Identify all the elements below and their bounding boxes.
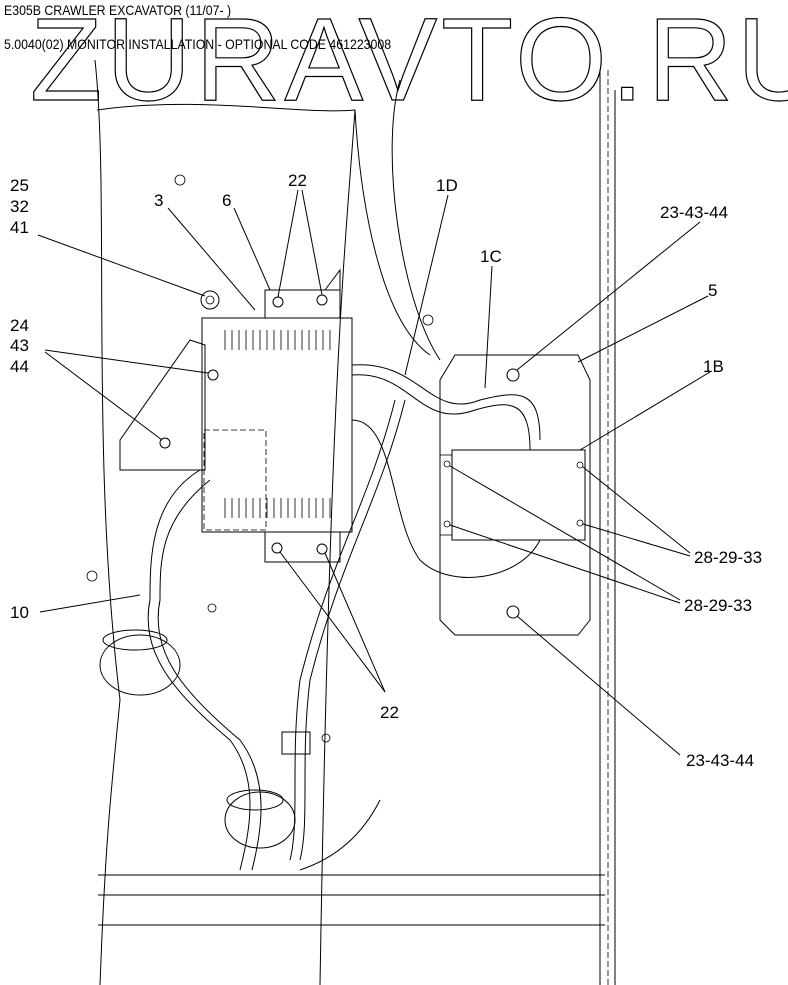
callout-25: 25 bbox=[10, 176, 29, 195]
callout-24: 24 bbox=[10, 316, 29, 335]
callout-1d: 1D bbox=[436, 176, 458, 195]
callout-10: 10 bbox=[10, 603, 29, 622]
callout-32: 32 bbox=[10, 197, 29, 216]
watermark: ZURAVTO.RU bbox=[30, 0, 788, 126]
callout-22-bottom: 22 bbox=[380, 703, 399, 722]
diagram-title: E305B CRAWLER EXCAVATOR (11/07- ) bbox=[4, 2, 232, 18]
callout-5: 5 bbox=[708, 281, 717, 300]
callout-3: 3 bbox=[154, 191, 163, 210]
callout-22-top: 22 bbox=[288, 171, 307, 190]
callout-6: 6 bbox=[222, 191, 231, 210]
callout-44: 44 bbox=[10, 357, 29, 376]
callout-23-43-44-bottom: 23-43-44 bbox=[686, 751, 754, 770]
callout-28-29-33-left: 28-29-33 bbox=[684, 596, 752, 615]
callout-labels: 25 32 41 3 6 22 1D 23-43-44 1C 5 1B 24 4… bbox=[10, 171, 762, 770]
leader-lines bbox=[37, 189, 711, 756]
callout-41: 41 bbox=[10, 218, 29, 237]
callout-1b: 1B bbox=[703, 357, 724, 376]
cab-panel-drawing bbox=[86, 59, 616, 985]
callout-43: 43 bbox=[10, 336, 29, 355]
callout-1c: 1C bbox=[480, 247, 502, 266]
callout-23-43-44-top: 23-43-44 bbox=[660, 203, 728, 222]
diagram-subtitle: 5.0040(02) MONITOR INSTALLATION - OPTION… bbox=[4, 36, 392, 52]
callout-28-29-33-right: 28-29-33 bbox=[694, 548, 762, 567]
